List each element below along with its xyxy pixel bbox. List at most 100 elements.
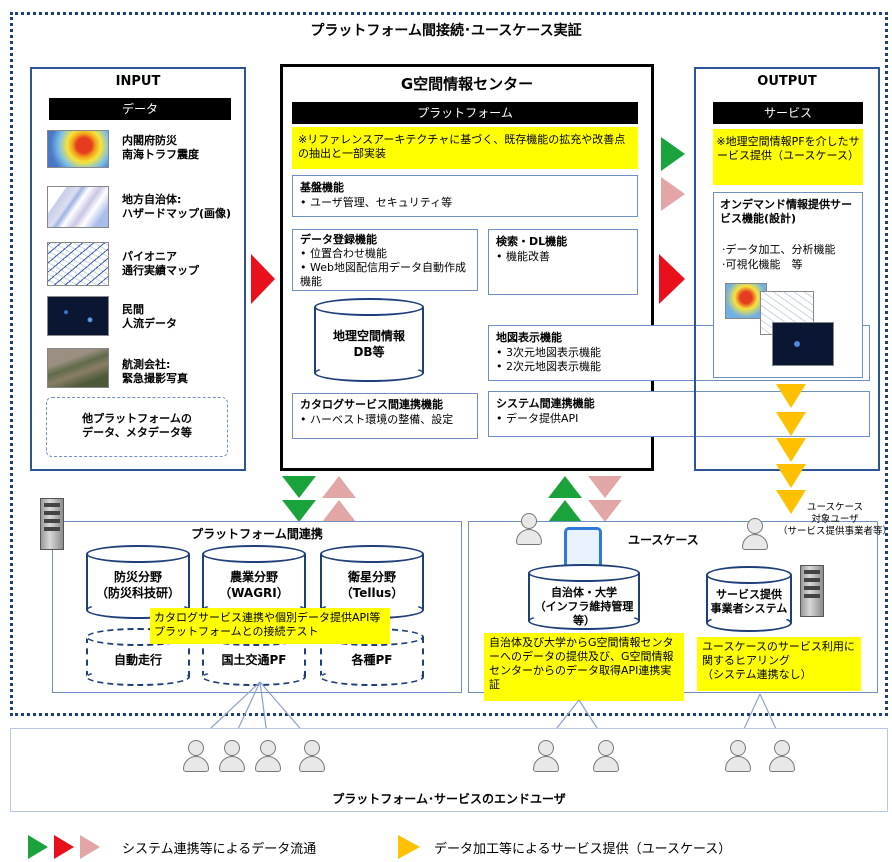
- data-registration-title: データ登録機能: [300, 233, 377, 246]
- map-item-text: 3次元地図表示機能: [506, 346, 601, 359]
- center-to-output-arrow-green: [661, 137, 685, 171]
- input-item-label: 内閣府防災 南海トラフ震度: [122, 134, 199, 161]
- output-to-center-arrow-pink: [661, 177, 685, 211]
- platform-connection-frame: [10, 12, 888, 716]
- usecase-right-yellow-note: ユースケースのサービス利用に関するヒアリング （システム連携なし）: [697, 637, 861, 691]
- output-heading: OUTPUT: [757, 74, 817, 89]
- service-provision-arrow: [776, 412, 806, 436]
- map-item-text: 2次元地図表示機能: [506, 360, 601, 373]
- input-heading: INPUT: [115, 74, 161, 89]
- output-yellow-note: ※地理空間情報PFを介したサービス提供（ユースケース）: [713, 129, 863, 185]
- output-panel: [694, 67, 880, 471]
- input-data-band: データ: [49, 98, 231, 120]
- auto-driving-label: 自動走行: [113, 653, 162, 667]
- end-user-icon: [297, 740, 327, 774]
- end-user-icon: [767, 740, 797, 774]
- data-registration-item: • 位置合わせ機能: [300, 247, 387, 260]
- usecase-down-arrow-pink: [588, 476, 622, 498]
- output-service-band: サービス: [713, 102, 863, 124]
- kiban-function-item: • ユーザ管理、セキュリティ等: [300, 196, 453, 209]
- diagram-title: プラットフォーム間接続･ユースケース実証: [310, 23, 582, 39]
- legend-arrows-label: システム連携等によるデータ流通: [122, 842, 317, 857]
- map-display-item: • 3次元地図表示機能: [496, 346, 601, 359]
- target-user-label: ユースケース 対象ユーザ （サービス提供事業者等）: [778, 502, 892, 537]
- center-to-output-arrow-red: [659, 254, 685, 304]
- mlit-pf-label: 国土交通PF: [221, 653, 287, 667]
- search-download-title: 検索・DL機能: [496, 235, 568, 248]
- traffic-map-thumbnail: [47, 242, 109, 286]
- usecase-up-arrow-green: [548, 500, 582, 522]
- disaster-db-label: 防災分野 （防災科技研）: [95, 570, 180, 600]
- g-space-center-heading: G空間情報センター: [400, 75, 534, 93]
- ondemand-item-text: 可視化機能 等: [725, 258, 803, 271]
- end-user-icon: [217, 740, 247, 774]
- search-download-item: • 機能改善: [496, 250, 550, 263]
- registration-item-text: Web地図配信用データ自動作成機能: [300, 261, 466, 288]
- service-provision-arrow: [776, 490, 806, 514]
- usecase-down-arrow-pink: [588, 500, 622, 522]
- catalog-service-box: [292, 393, 478, 439]
- pf-link-yellow-note: カタログサービス連携や個別データ提供API等プラットフォームとの接続テスト: [150, 608, 390, 644]
- system-item-text: データ提供API: [506, 412, 579, 425]
- input-to-center-arrow: [251, 254, 275, 304]
- ondemand-service-item: ·可視化機能 等: [722, 258, 803, 271]
- pf-link-up-arrow-pink: [322, 476, 356, 498]
- ondemand-item-text: データ加工、分析機能: [725, 243, 836, 256]
- pf-link-down-arrow-green: [282, 500, 316, 522]
- kiban-item-text: ユーザ管理、セキュリティ等: [310, 196, 453, 209]
- hazard-map-thumbnail: [47, 186, 109, 228]
- geospatial-db-label: 地理空間情報 DB等: [332, 329, 405, 359]
- people-flow-thumbnail: [47, 296, 109, 336]
- satellite-db-label: 衛星分野 （Tellus）: [340, 570, 404, 600]
- quake-intensity-thumbnail: [47, 130, 109, 168]
- legend-yellow-label: データ加工等によるサービス提供（ユースケース）: [434, 842, 732, 857]
- catalog-service-item: • ハーベスト環境の整備、設定: [300, 413, 454, 426]
- platform-band: プラットフォーム: [292, 102, 638, 124]
- pf-link-down-arrow-green: [282, 476, 316, 498]
- system-linkage-item: • データ提供API: [496, 412, 579, 425]
- provider-system-label: サービス提供 事業者システム: [710, 588, 788, 615]
- usecase-left-yellow-note: 自治体及び大学からG空間情報センターへのデータの提供及び、G空間情報センターから…: [484, 633, 684, 701]
- input-item-label: 航測会社: 緊急撮影写真: [122, 358, 188, 385]
- end-user-icon: [531, 740, 561, 774]
- geospatial-db-cylinder: 地理空間情報 DB等: [314, 298, 424, 382]
- catalog-item-text: ハーベスト環境の整備、設定: [310, 413, 454, 426]
- search-item-text: 機能改善: [506, 250, 550, 263]
- kiban-function-box: [292, 175, 638, 217]
- usecase-up-arrow-green: [548, 476, 582, 498]
- end-users-label: プラットフォーム･サービスのエンドユーザ: [332, 792, 566, 806]
- local-gov-univ-db-cylinder: 自治体・大学 （インフラ維持管理等）: [528, 564, 640, 630]
- registration-item-text: 位置合わせ機能: [310, 247, 387, 260]
- service-provision-arrow: [776, 438, 806, 462]
- input-item-label: 地方自治体: ハザードマップ(画像): [122, 193, 232, 220]
- legend-arrows-icon: [28, 835, 100, 859]
- end-user-icon: [591, 740, 621, 774]
- search-download-box: [488, 229, 638, 295]
- pf-link-up-arrow-pink: [322, 500, 356, 522]
- system-linkage-title: システム間連携機能: [496, 397, 595, 410]
- provider-system-db-cylinder: サービス提供 事業者システム: [706, 566, 792, 632]
- legend-yellow-arrow-icon: [398, 835, 420, 859]
- user-icon: [514, 513, 544, 547]
- end-user-icon: [723, 740, 753, 774]
- system-linkage-box: [488, 391, 870, 437]
- service-provision-arrow: [776, 464, 806, 488]
- aerial-photo-thumbnail: [47, 348, 109, 388]
- map-display-item: • 2次元地図表示機能: [496, 360, 601, 373]
- user-icon: [740, 518, 770, 552]
- platform-link-title: プラットフォーム間連携: [191, 527, 323, 541]
- kiban-function-title: 基盤機能: [300, 181, 344, 194]
- catalog-service-title: カタログサービス間連携機能: [300, 398, 443, 411]
- other-platform-data-box: 他プラットフォームの データ、メタデータ等: [46, 397, 228, 457]
- local-gov-univ-label: 自治体・大学 （インフラ維持管理等）: [534, 586, 634, 627]
- input-item-label: パイオニア 通行実績マップ: [122, 250, 199, 277]
- satellite-db-cylinder: 衛星分野 （Tellus）: [320, 545, 424, 619]
- end-user-icon: [253, 740, 283, 774]
- agri-db-label: 農業分野 （WAGRI）: [219, 570, 289, 600]
- usecase-title: ユースケース: [628, 533, 699, 547]
- data-registration-item: • Web地図配信用データ自動作成機能: [300, 261, 466, 288]
- data-registration-box: [292, 229, 478, 291]
- various-pf-label: 各種PF: [351, 653, 393, 667]
- flow-map-thumbnail: [772, 322, 834, 366]
- server-icon: [800, 565, 824, 617]
